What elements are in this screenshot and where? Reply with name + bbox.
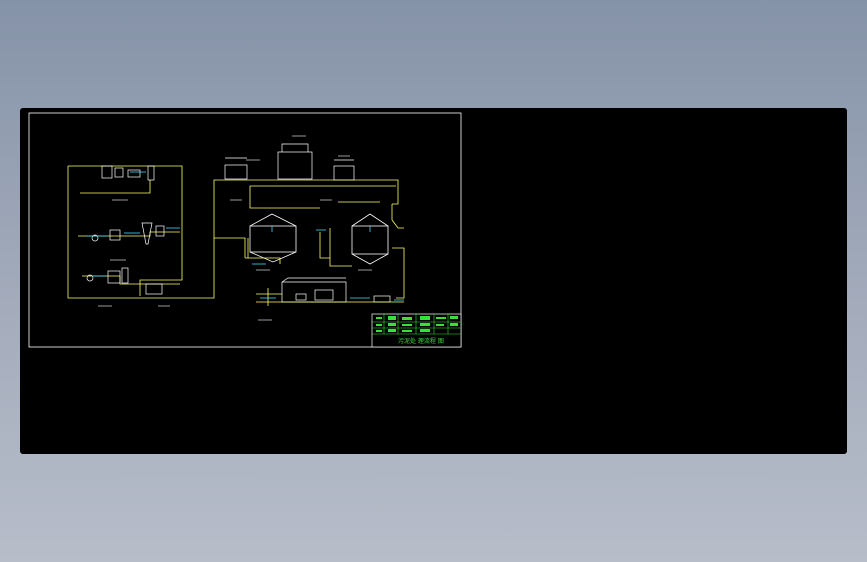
thickener-tank-2: [351, 213, 389, 265]
pipe-network-top: [230, 179, 399, 220]
tag-marks: [98, 135, 372, 321]
dewatering-building: [281, 277, 391, 303]
drawing-frame: [28, 112, 462, 348]
pipe-network-left: [67, 165, 246, 299]
title-block: 污泥处 理流程 图: [371, 313, 462, 348]
title-block-grid: [372, 314, 461, 335]
accents-left: [86, 171, 180, 277]
accents-mid: [252, 226, 371, 265]
title-block-frame: [371, 313, 462, 348]
pipe-network-bottom: [256, 288, 404, 306]
title-block-entries: [376, 316, 458, 332]
equipment-top: [224, 143, 355, 181]
accents-bottom: [260, 297, 404, 301]
pipe-network-mid: [245, 219, 405, 299]
process-flow-drawing: 污泥处 理流程 图: [28, 112, 462, 348]
cad-viewport[interactable]: 污泥处 理流程 图: [20, 108, 847, 454]
title-block-caption: 污泥处 理流程 图: [398, 337, 444, 345]
thickener-tank-1: [249, 213, 297, 263]
equipment-left: [86, 165, 165, 295]
